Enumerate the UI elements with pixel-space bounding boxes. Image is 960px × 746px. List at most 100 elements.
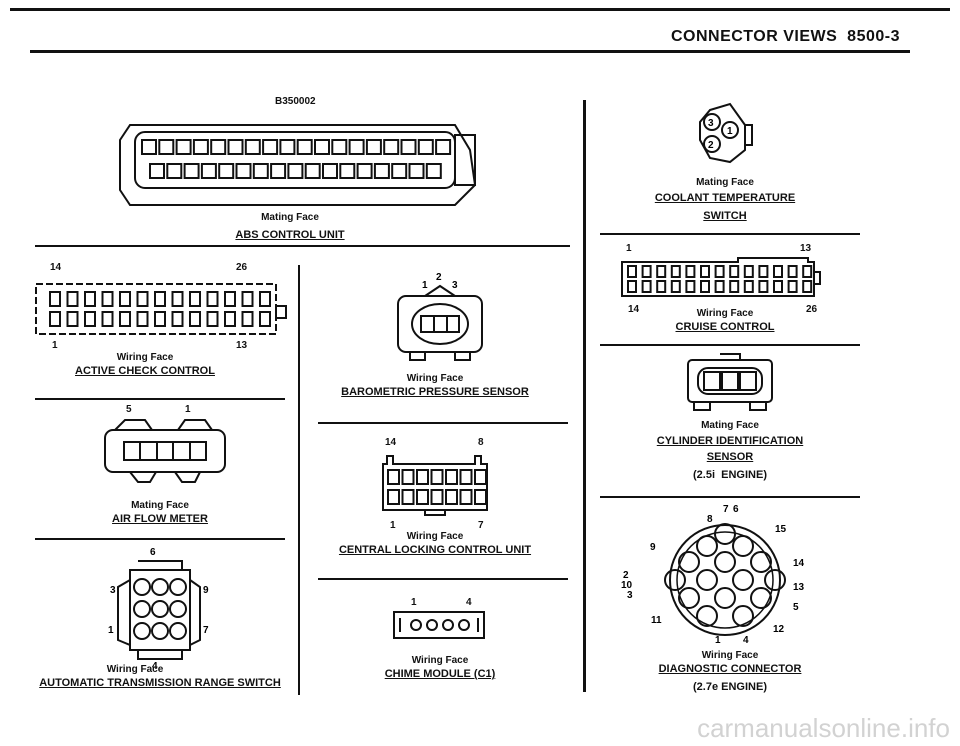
pin-cavity: [670, 265, 681, 278]
pin-cavity: [387, 469, 400, 485]
pin-cavity: [154, 311, 166, 327]
pin-cavity: [49, 291, 61, 307]
auto-trans-caption: Wiring Face AUTOMATIC TRANSMISSION RANGE…: [30, 664, 290, 689]
pin-cavity: [732, 605, 754, 627]
top-rule: [10, 8, 950, 11]
diag-pin-10: 10: [621, 580, 633, 591]
pin-cavity: [445, 489, 458, 505]
pin-cavity: [84, 291, 96, 307]
pin-cavity: [383, 139, 400, 155]
pin-cavity: [151, 622, 169, 640]
pin-cavity: [171, 311, 184, 327]
pin-cavity: [183, 163, 200, 179]
pin-cavity: [133, 578, 151, 596]
pin-cavity: [200, 163, 217, 179]
central-lock-pin-tr: 8: [478, 437, 484, 448]
watermark: carmanualsonline.info: [697, 713, 950, 743]
pin-cavity: [151, 600, 169, 618]
coolant-name-line2: SWITCH: [703, 210, 747, 222]
abs-name-label: ABS CONTROL UNIT: [235, 229, 345, 241]
pin-cavity: [758, 265, 769, 278]
pin-cavity: [714, 265, 725, 278]
pin-cavity: [685, 280, 696, 293]
pin-cavity: [84, 311, 96, 327]
abs-connector-drawing: [119, 124, 477, 206]
pin-cavity: [356, 163, 373, 179]
pin-cavity: [365, 139, 382, 155]
chime-name-label: CHIME MODULE (C1): [384, 668, 496, 680]
pin-cavity: [685, 265, 696, 278]
pin-cavity: [445, 469, 458, 485]
pin-cavity: [678, 587, 700, 609]
pin-cavity: [149, 163, 165, 179]
coolant-pin-3: 3: [708, 118, 714, 129]
pin-cavity: [218, 163, 235, 179]
pin-cavity: [241, 291, 254, 307]
central-lock-pin-tl: 14: [385, 437, 397, 448]
pin-cavity: [166, 163, 183, 179]
pin-cavity: [417, 139, 434, 155]
right-column-divider: [583, 100, 586, 692]
cyl-id-note: (2.5i ENGINE): [693, 469, 767, 481]
pin-cavity: [729, 265, 740, 278]
pin-cavity: [743, 280, 754, 293]
baro-caption: Wiring Face BAROMETRIC PRESSURE SENSOR: [325, 373, 545, 398]
diag-pin-9: 9: [650, 542, 656, 553]
pin-cavity: [714, 551, 736, 573]
section-rule: [318, 578, 568, 580]
cyl-id-face-label: Mating Face: [701, 420, 759, 431]
auto-trans-name-label: AUTOMATIC TRANSMISSION RANGE SWITCH: [39, 677, 281, 689]
diag-pin-13: 13: [793, 582, 805, 593]
pin-cavity: [66, 311, 79, 327]
pin-cavity: [279, 139, 296, 155]
diag-caption: Wiring Face DIAGNOSTIC CONNECTOR (2.7e E…: [640, 650, 820, 693]
cruise-pin-tl: 1: [626, 243, 632, 254]
pin-cavity: [119, 311, 131, 327]
pin-cavity: [703, 371, 721, 391]
section-rule: [318, 422, 568, 424]
pin-cavity: [641, 265, 652, 278]
pin-cavity: [206, 291, 219, 307]
pin-cavity: [773, 280, 783, 293]
coolant-connector-drawing: 3 1 2: [699, 102, 753, 164]
pin-cavity: [322, 163, 338, 179]
pin-cavity: [678, 551, 700, 573]
auto-trans-pin-6: 6: [150, 547, 156, 558]
pin-cavity: [426, 619, 438, 631]
pin-cavity: [391, 163, 408, 179]
pin-cavity: [136, 291, 149, 307]
diag-pin-3: 3: [627, 590, 633, 601]
auto-trans-pin-9: 9: [203, 585, 209, 596]
pin-cavity: [714, 280, 725, 293]
pin-cavity: [739, 371, 757, 391]
pin-cavity: [227, 139, 244, 155]
baro-pin-3: 3: [452, 280, 458, 291]
pin-cavity: [175, 139, 192, 155]
pin-cavity: [696, 569, 718, 591]
pin-cavity: [169, 578, 187, 596]
pin-cavity: [664, 569, 686, 591]
pin-cavity: [49, 311, 61, 327]
header-title: CONNECTOR VIEWS: [670, 28, 838, 45]
pin-cavity: [764, 569, 786, 591]
pin-cavity: [714, 523, 736, 545]
diag-pin-7: 7: [723, 504, 729, 515]
cyl-id-name-line2: SENSOR: [706, 451, 754, 463]
pin-cavity: [656, 265, 667, 278]
cyl-id-name-line1: CYLINDER IDENTIFICATION: [656, 435, 804, 447]
pin-cavity: [430, 489, 444, 505]
chime-connector-drawing: [393, 611, 485, 639]
pin-cavity: [700, 265, 710, 278]
pin-cavity: [656, 280, 667, 293]
pin-cavity: [210, 139, 227, 155]
pin-cavity: [700, 280, 710, 293]
section-rule: [35, 538, 285, 540]
diag-pin-1: 1: [715, 635, 721, 646]
pin-cavity: [206, 311, 219, 327]
air-flow-pin-5: 5: [126, 404, 132, 415]
pin-cavity: [133, 600, 151, 618]
pin-cavity: [627, 280, 637, 293]
central-lock-face-label: Wiring Face: [406, 531, 464, 542]
pin-cavity: [101, 311, 114, 327]
active-check-caption: Wiring Face ACTIVE CHECK CONTROL: [60, 352, 230, 377]
